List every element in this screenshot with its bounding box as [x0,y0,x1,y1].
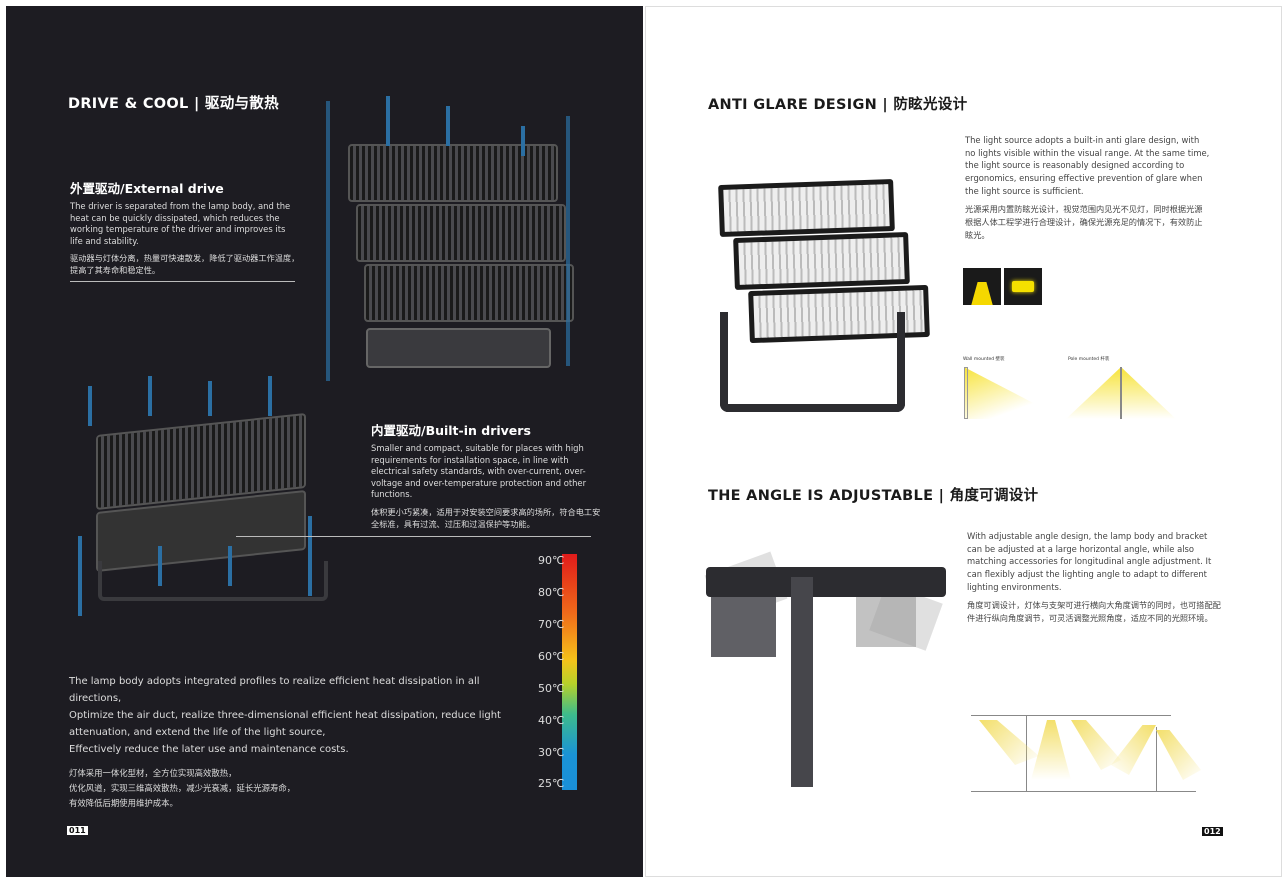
summary-en-line: attenuation, and extend the life of the … [69,727,326,738]
adjustable-angle-image [701,537,951,787]
summary-cn-line: 灯体采用一体化型材，全方位实现高效散热， [69,768,237,778]
temp-label: 80℃ [538,586,565,599]
temperature-scale-bar [562,554,577,790]
divider [70,281,295,282]
external-drive-en: The driver is separated from the lamp bo… [70,201,291,246]
temp-label: 40℃ [538,714,565,727]
glare-panel-icon [1004,268,1042,305]
wall [964,367,968,419]
anti-glare-title: ANTI GLARE DESIGN | 防眩光设计 [708,97,968,113]
external-drive-cn: 驱动器与灯体分离，热量可快速散发，降低了驱动器工作温度，提高了其寿命和稳定性。 [70,253,300,276]
glare-beam-icon [963,268,1001,305]
right-page: ANTI GLARE DESIGN | 防眩光设计 The light sour… [645,6,1282,877]
page-number: 012 [1202,827,1223,836]
built-in-drivers-section: 内置驱动/Built-in drivers Smaller and compac… [371,420,601,530]
anti-glare-cn: 光源采用内置防眩光设计，视觉范围内见光不见灯，同时根据光源根据人体工程学进行合理… [965,203,1203,240]
anti-glare-text: The light source adopts a built-in anti … [965,134,1210,242]
angle-adjustable-text: With adjustable angle design, the lamp b… [967,530,1222,625]
wall-mounted-diagram [964,367,1064,419]
anti-glare-en: The light source adopts a built-in anti … [965,135,1210,196]
temp-label: 60℃ [538,650,565,663]
heat-dissipation-summary: The lamp body adopts integrated profiles… [69,673,519,811]
summary-cn-line: 优化风道，实现三维高效散热，减少光衰减，延长光源寿命， [69,783,296,793]
external-drive-title: 外置驱动/External drive [70,181,224,196]
left-page: DRIVE & COOL | 驱动与散热 外置驱动/External drive… [6,6,643,877]
pole-mounted-label: Pole mounted 杆装 [1068,357,1110,362]
angle-adjustable-en: With adjustable angle design, the lamp b… [967,531,1212,592]
temp-label: 90℃ [538,554,565,567]
summary-en-line: The lamp body adopts integrated profiles… [69,676,480,704]
summary-cn-line: 有效降低后期使用维护成本。 [69,798,178,808]
wall-mounted-label: Wall mounted 壁装 [963,357,1005,362]
angle-adjustable-title: THE ANGLE IS ADJUSTABLE | 角度可调设计 [708,488,1039,504]
angle-lighting-diagram [971,715,1201,795]
summary-en-line: Effectively reduce the later use and mai… [69,744,349,755]
external-driver-lamp-image [326,96,606,396]
pole [1120,367,1122,419]
floodlight-image [714,178,934,412]
built-in-drivers-title: 内置驱动/Built-in drivers [371,423,531,438]
built-in-drivers-en: Smaller and compact, suitable for places… [371,443,587,500]
external-driver-box [366,328,551,368]
temp-label: 30℃ [538,746,565,759]
external-drive-section: 外置驱动/External drive The driver is separa… [70,178,300,276]
drive-cool-title: DRIVE & COOL | 驱动与散热 [68,96,279,112]
page-number: 011 [67,826,88,835]
divider [236,536,591,537]
temp-label: 25℃ [538,777,565,790]
built-in-driver-lamp-image [68,376,338,626]
temp-label: 70℃ [538,618,565,631]
built-in-drivers-cn: 体积更小巧紧凑，适用于对安装空间要求高的场所，符合电工安全标准，具有过流、过压和… [371,506,601,529]
angle-adjustable-cn: 角度可调设计，灯体与支架可进行横向大角度调节的同时，也可搭配配件进行纵向角度调节… [967,599,1221,623]
temp-label: 50℃ [538,682,565,695]
summary-en-line: Optimize the air duct, realize three-dim… [69,710,501,721]
